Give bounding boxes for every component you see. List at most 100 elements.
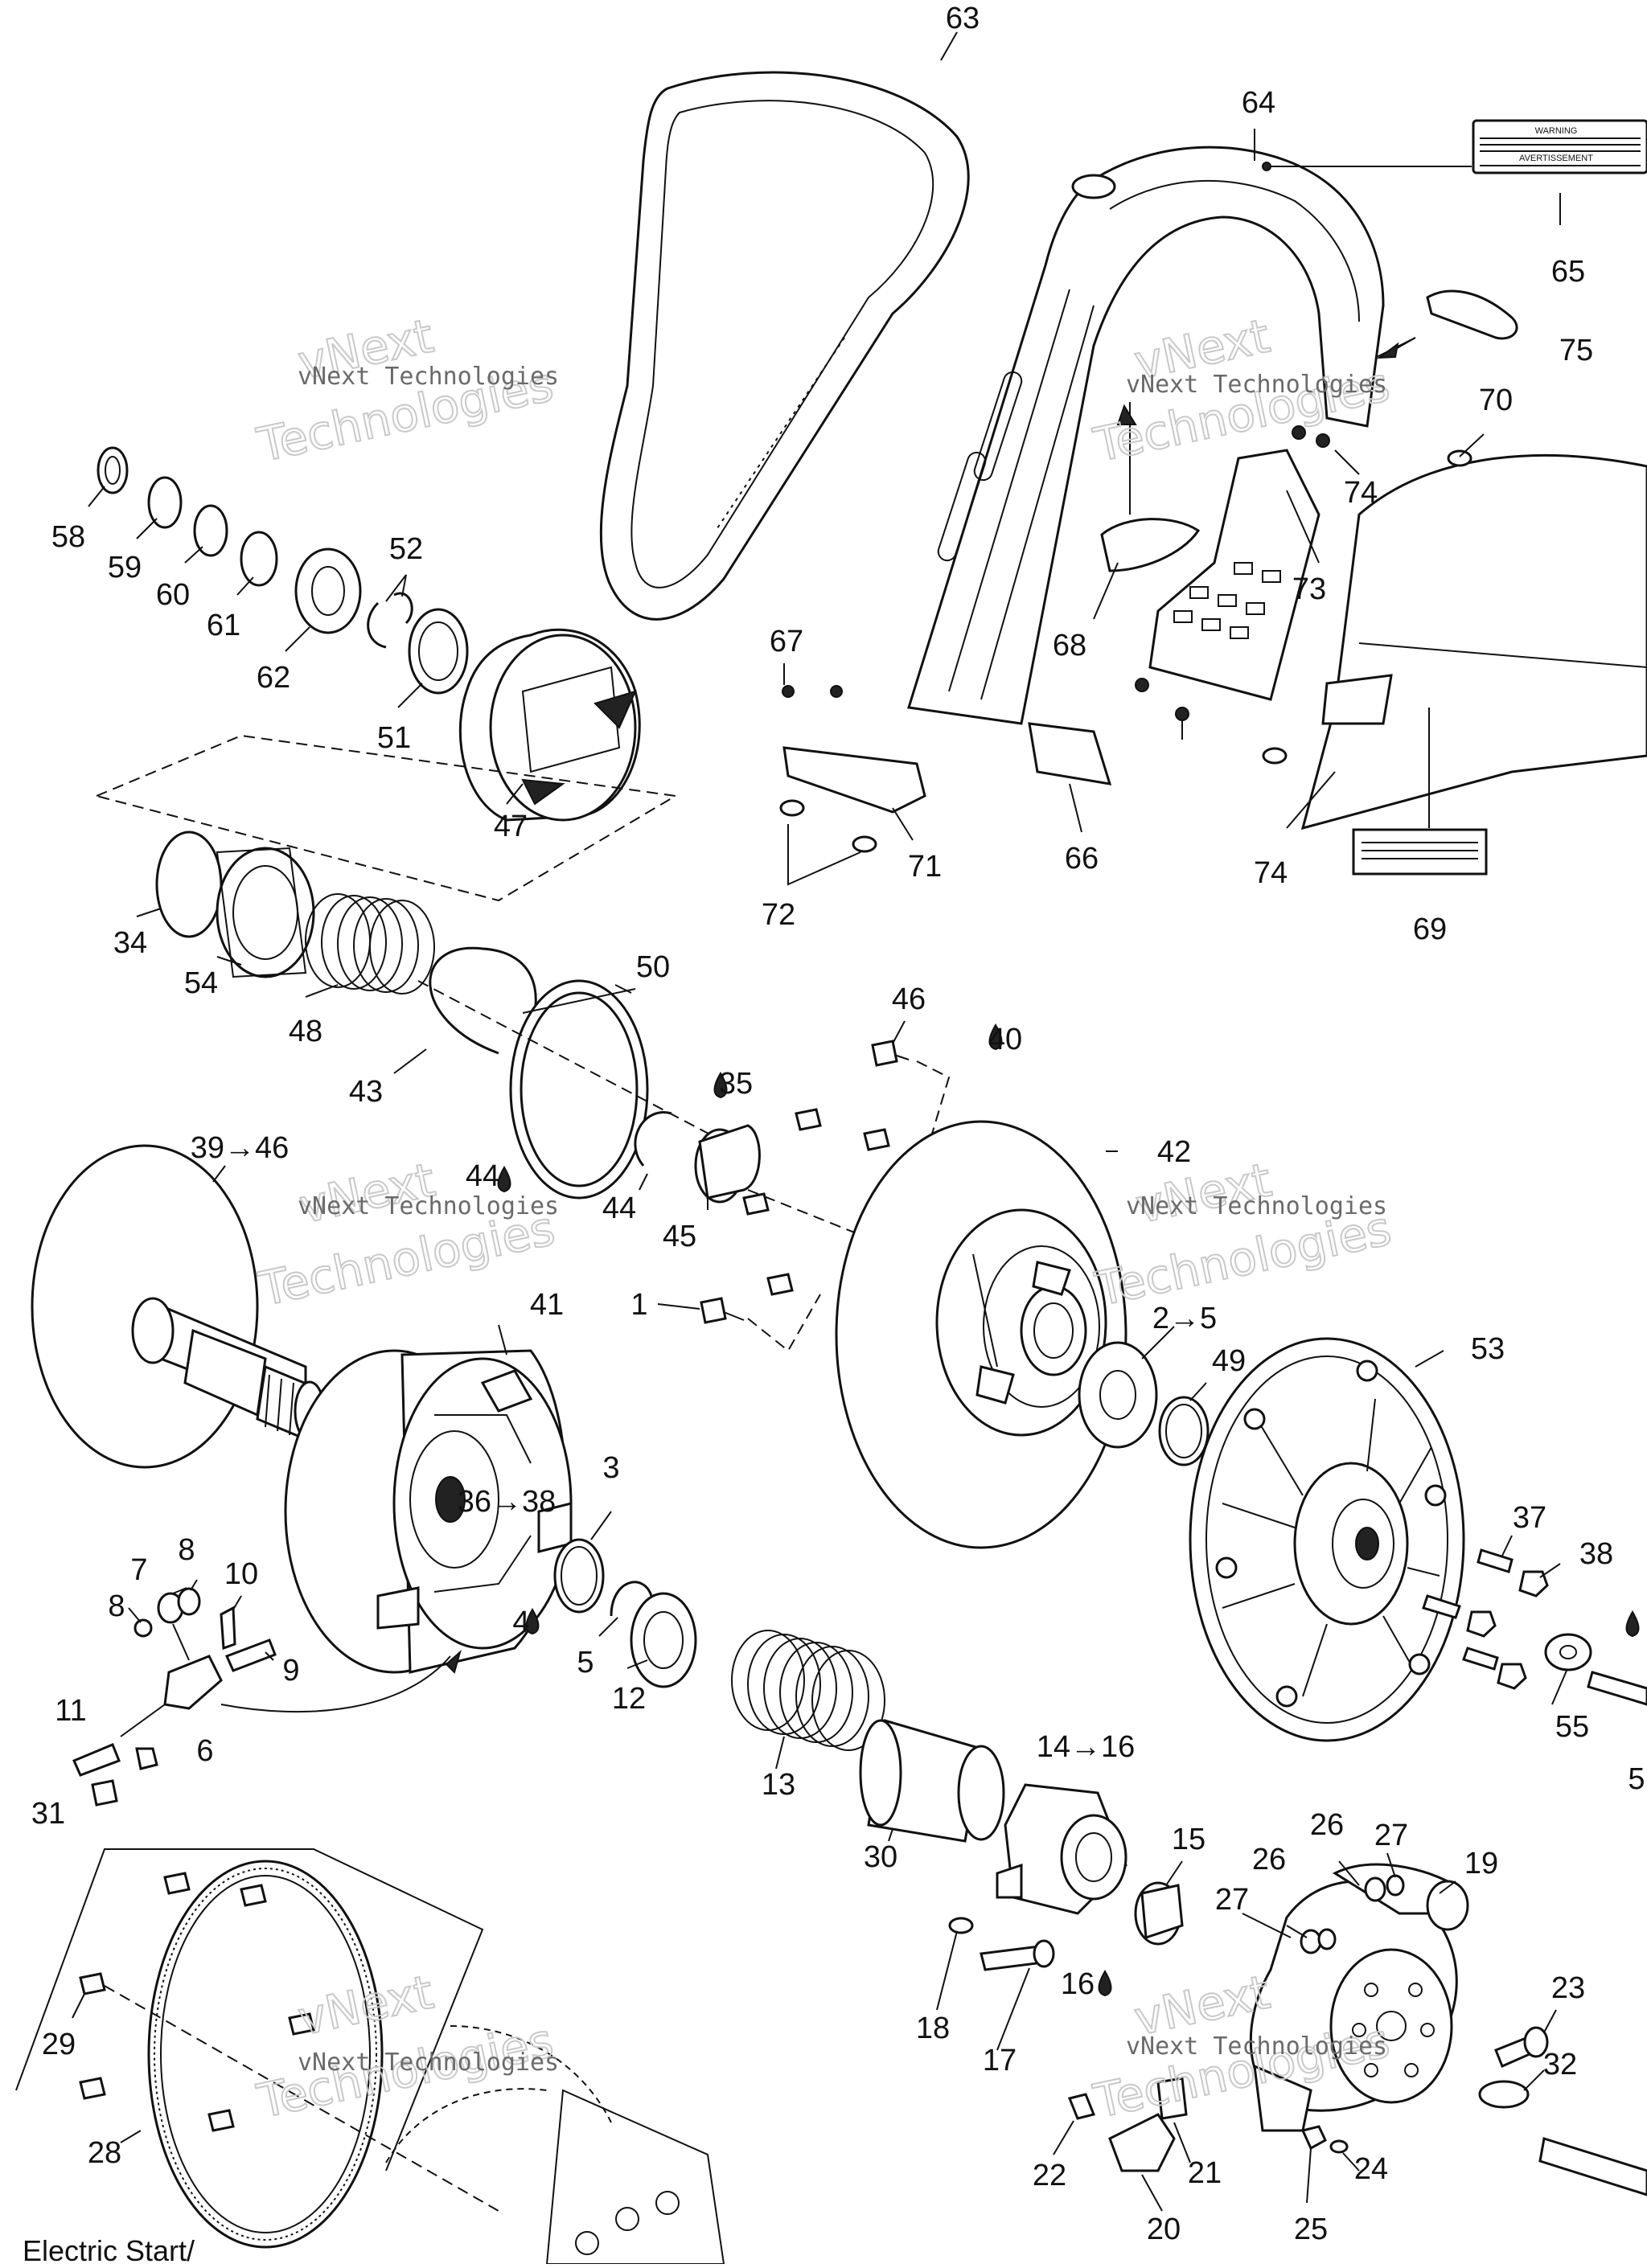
watermark-brand: vNext Technologies (298, 1192, 559, 1220)
ring-gear (147, 1860, 384, 2249)
part-callout: 48 (289, 1015, 322, 1048)
part-callout: 74 (1344, 476, 1378, 510)
leader-lines (72, 31, 1567, 2212)
part-callout: 8 (108, 1589, 125, 1623)
spring-sleeve (859, 1719, 1005, 1843)
guard-clip (1100, 518, 1201, 572)
part-callout: 50 (636, 950, 670, 984)
cover-ring (509, 979, 649, 1200)
part-callout: 73 (1292, 572, 1326, 606)
grease-drop-icons (497, 1023, 1640, 1997)
part-callout: 75 (1559, 334, 1593, 367)
part-callout: 51 (377, 721, 411, 755)
watermark-brand: vNext Technologies (1126, 1192, 1387, 1220)
part-callout: 27 (1215, 1883, 1249, 1917)
guard-mount-bracket (1028, 722, 1112, 785)
part-callout: 69 (1413, 913, 1447, 946)
part-callout: 30 (864, 1840, 897, 1874)
part-callout: 15 (1172, 1823, 1205, 1856)
part-callout: 71 (908, 850, 942, 884)
part-callout: 58 (51, 520, 85, 554)
part-callout: 5 (1628, 1762, 1645, 1796)
part-callout: 28 (88, 2136, 121, 2170)
circlip-5 (610, 1581, 653, 1617)
centrifugal-arm (72, 1587, 462, 1807)
watermark-word-bottom: Technologies (1089, 2013, 1394, 2129)
thrust-washer (1078, 1341, 1158, 1449)
part-callout: 54 (184, 966, 218, 1000)
part-callout: 32 (1543, 2048, 1577, 2081)
drive-pulley-fixed-half (31, 1144, 326, 1469)
watermark-group: vNext Technologies (1090, 1151, 1397, 1318)
part-callout: 59 (108, 551, 142, 584)
part-callout: 41 (530, 1288, 564, 1322)
part-callout: 70 (1479, 383, 1513, 417)
part-callout: 26 (1252, 1843, 1286, 1876)
part-callout: 2→5 (1152, 1302, 1217, 1335)
part-callout: 17 (983, 2044, 1017, 2077)
bushing (694, 1124, 761, 1204)
bolt-22 (1067, 2093, 1096, 2120)
compression-spring (305, 893, 435, 995)
part-callout: 24 (1354, 2152, 1388, 2186)
part-callout: 1 (630, 1288, 647, 1322)
part-callout: 40 (988, 1023, 1022, 1056)
belt-guard (907, 146, 1385, 725)
part-callout: 43 (349, 1075, 383, 1109)
part-callout: 12 (612, 1682, 646, 1716)
part-callout: 42 (1157, 1135, 1191, 1169)
part-callout: 22 (1033, 2159, 1066, 2192)
part-callout: 66 (1065, 842, 1099, 876)
part-callout: 72 (762, 898, 795, 932)
spring-seat-group (155, 831, 435, 995)
chaincase-housing (1249, 1863, 1469, 2132)
circlip (634, 1111, 672, 1167)
driven-pulley-small-parts (97, 446, 469, 695)
part-callout: 61 (207, 609, 240, 642)
part-callout: 45 (663, 1220, 696, 1253)
part-callout: 64 (1242, 86, 1275, 120)
part-callout: 46 (892, 982, 926, 1016)
part-callout: 3 (602, 1451, 619, 1485)
bushing-15 (1134, 1881, 1184, 1946)
part-callout: 34 (113, 926, 147, 960)
part-callout: 47 (494, 810, 528, 843)
part-callout: 8 (178, 1533, 195, 1567)
part-callout: 44 (466, 1159, 499, 1193)
bracket-20 (1108, 2113, 1176, 2172)
part-callout: 20 (1147, 2213, 1181, 2246)
warning-heading: WARNING (1535, 126, 1578, 136)
part-callout: 38 (1579, 1537, 1613, 1571)
part-callout: 23 (1551, 1971, 1585, 2005)
part-callout: 60 (156, 578, 190, 612)
watermark-brand: vNext Technologies (1126, 2032, 1387, 2061)
dashed-assembly-box (93, 734, 678, 902)
footer-note: Electric Start/ (23, 2234, 195, 2264)
part-callout: 6 (196, 1734, 213, 1768)
part-callout: 11 (55, 1694, 86, 1728)
part-callout: 35 (719, 1067, 753, 1101)
part-callout: 65 (1551, 255, 1585, 289)
part-callout: 49 (1212, 1344, 1246, 1378)
part-callout: 29 (42, 2028, 76, 2061)
watermark-brand: vNext Technologies (1126, 371, 1387, 399)
part-callout: 62 (257, 661, 290, 695)
part-callout: 14→16 (1037, 1730, 1136, 1764)
cover-decal (1352, 828, 1488, 876)
part-callout: 74 (1254, 856, 1288, 890)
screws-40-41 (700, 1040, 910, 1324)
pins-and-nuts (1422, 1548, 1647, 1706)
hairpin (1426, 289, 1518, 340)
spider-assembly (996, 1783, 1127, 1915)
part-callout: 21 (1188, 2156, 1222, 2190)
shaft-32 (1538, 2137, 1647, 2196)
pulley-spring (731, 1630, 885, 1751)
bushing-3 (553, 1538, 605, 1614)
fixed-sheave (1189, 1337, 1465, 1742)
part-callout: 9 (282, 1654, 299, 1688)
part-callout: 55 (1555, 1710, 1589, 1744)
part-callout: 7 (130, 1553, 147, 1587)
part-callout: 5 (577, 1646, 593, 1679)
part-callout: 26 (1310, 1808, 1344, 1842)
